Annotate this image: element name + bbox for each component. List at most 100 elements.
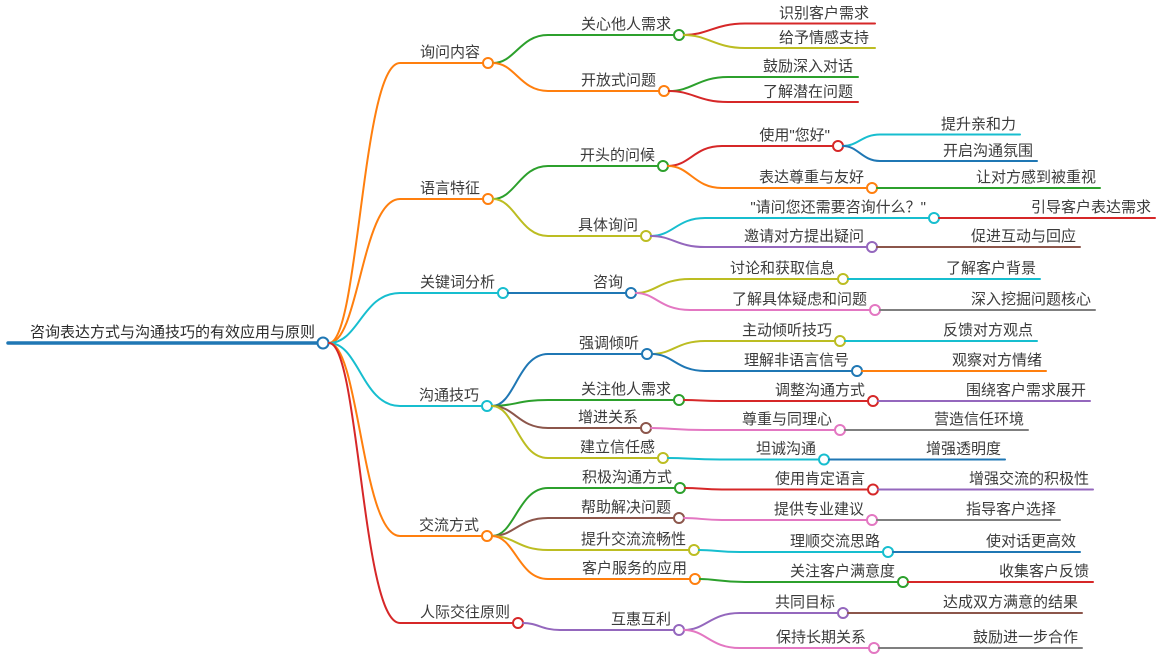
focus-others-needs-label: 关注他人需求 xyxy=(581,381,671,398)
adjust-communication-style-link xyxy=(683,399,868,402)
ask-what-else-question-label: "请问您还需要咨询什么？" xyxy=(750,199,926,216)
emphasize-listening-toggle[interactable] xyxy=(641,348,653,360)
communication-methods-link xyxy=(328,342,482,537)
communication-methods-toggle[interactable] xyxy=(481,530,493,542)
root-toggle[interactable] xyxy=(316,336,330,350)
language-features-toggle[interactable] xyxy=(482,193,494,205)
mutual-benefit-label: 互惠互利 xyxy=(611,611,671,628)
node-focus-customer-satisfaction: 关注客户满意度 xyxy=(699,562,909,588)
use-greeting-hello-toggle[interactable] xyxy=(832,140,844,152)
express-respect-friendliness-toggle[interactable] xyxy=(866,182,878,194)
collect-customer-feedback-label: 收集客户反馈 xyxy=(999,563,1089,580)
center-on-customer-needs-label: 围绕客户需求展开 xyxy=(966,382,1086,399)
discuss-obtain-info-toggle[interactable] xyxy=(837,273,849,285)
encourage-deep-dialogue-label: 鼓励深入对话 xyxy=(763,58,853,75)
positive-communication-link xyxy=(491,487,675,537)
use-affirmative-language-toggle[interactable] xyxy=(867,483,879,496)
encourage-further-cooperation-label: 鼓励进一步合作 xyxy=(973,629,1078,646)
node-enhance-positivity: 增强交流的积极性 xyxy=(877,470,1094,491)
improve-fluency-label: 提升交流流畅性 xyxy=(581,530,686,548)
node-communication-methods: 交流方式 xyxy=(328,342,493,542)
node-achieve-mutual-satisfaction: 达成双方满意的结果 xyxy=(847,593,1083,614)
focus-others-needs-toggle[interactable] xyxy=(673,394,685,406)
maintain-longterm-relations-label: 保持长期关系 xyxy=(776,629,866,646)
ask-what-else-question-toggle[interactable] xyxy=(928,212,940,224)
node-discuss-obtain-info: 讨论和获取信息 xyxy=(635,260,849,294)
node-provide-professional-advice: 提供专业建议 xyxy=(683,501,878,526)
respect-empathy-link xyxy=(650,427,835,431)
communication-methods-label: 交流方式 xyxy=(419,516,479,534)
understand-concerns-issues-toggle[interactable] xyxy=(869,304,881,316)
care-others-needs-toggle[interactable] xyxy=(673,29,685,41)
node-promote-interaction-response: 促进互动与回应 xyxy=(876,227,1081,248)
common-goals-label: 共同目标 xyxy=(775,594,835,611)
interpersonal-principles-label: 人际交往原则 xyxy=(420,603,510,621)
build-trust-link xyxy=(491,405,658,459)
improve-fluency-toggle[interactable] xyxy=(688,544,700,556)
understand-concerns-issues-label: 了解具体疑虑和问题 xyxy=(732,291,867,308)
node-help-solve-problems: 帮助解决问题 xyxy=(491,499,685,537)
consultation-toggle[interactable] xyxy=(625,287,637,299)
opening-greeting-label: 开头的问候 xyxy=(580,147,655,164)
boost-affinity-label: 提升亲和力 xyxy=(941,116,1016,133)
inquiry-content-toggle[interactable] xyxy=(482,57,494,69)
invite-questions-toggle[interactable] xyxy=(866,241,878,253)
guide-customer-choice-label: 指导客户选择 xyxy=(966,501,1056,518)
respect-empathy-toggle[interactable] xyxy=(834,424,846,436)
specific-inquiry-toggle[interactable] xyxy=(640,230,652,242)
help-solve-problems-toggle[interactable] xyxy=(673,512,685,524)
honest-communication-toggle[interactable] xyxy=(818,453,830,466)
node-give-emotional-support: 给予情感支持 xyxy=(683,30,876,49)
node-understand-potential-issues: 了解潜在问题 xyxy=(668,84,859,103)
node-encourage-further-cooperation: 鼓励进一步合作 xyxy=(878,629,1083,649)
enhance-positivity-label: 增强交流的积极性 xyxy=(969,470,1089,488)
node-observe-others-emotions: 观察对方情绪 xyxy=(861,351,1047,372)
node-active-listening-skills: 主动倾听技巧 xyxy=(651,322,846,355)
opening-greeting-toggle[interactable] xyxy=(657,160,669,172)
node-root: 咨询表达方式与沟通技巧的有效应用与原则 xyxy=(6,323,330,350)
enhance-relationships-toggle[interactable] xyxy=(640,422,652,434)
discuss-obtain-info-label: 讨论和获取信息 xyxy=(730,260,835,277)
customer-service-application-toggle[interactable] xyxy=(689,573,701,585)
specific-inquiry-label: 具体询问 xyxy=(578,217,638,234)
node-specific-inquiry: 具体询问 xyxy=(492,198,652,242)
focus-customer-satisfaction-link xyxy=(699,578,898,583)
understand-nonverbal-signals-link xyxy=(651,353,852,372)
focus-customer-satisfaction-toggle[interactable] xyxy=(897,576,909,588)
node-improve-fluency: 提升交流流畅性 xyxy=(491,530,700,556)
adjust-communication-style-toggle[interactable] xyxy=(867,395,879,407)
make-dialogue-efficient-label: 使对话更高效 xyxy=(986,533,1076,550)
organize-thoughts-toggle[interactable] xyxy=(882,546,894,558)
open-questions-link xyxy=(492,62,659,92)
organize-thoughts-label: 理顺交流思路 xyxy=(790,532,880,550)
interpersonal-principles-toggle[interactable] xyxy=(512,617,524,629)
node-focus-others-needs: 关注他人需求 xyxy=(491,381,685,407)
understand-concerns-issues-link xyxy=(635,292,870,311)
achieve-mutual-satisfaction-label: 达成双方满意的结果 xyxy=(943,593,1078,611)
active-listening-skills-toggle[interactable] xyxy=(834,335,846,347)
node-care-others-needs: 关心他人需求 xyxy=(492,16,685,64)
provide-professional-advice-label: 提供专业建议 xyxy=(774,501,864,518)
keyword-analysis-toggle[interactable] xyxy=(497,287,509,299)
understand-nonverbal-signals-toggle[interactable] xyxy=(851,365,863,377)
ask-what-else-question-link xyxy=(650,217,929,237)
organize-thoughts-link xyxy=(698,549,883,553)
node-adjust-communication-style: 调整沟通方式 xyxy=(683,382,879,407)
keyword-analysis-label: 关键词分析 xyxy=(420,274,495,291)
care-others-needs-link xyxy=(492,34,674,64)
node-feedback-others-views: 反馈对方观点 xyxy=(844,322,1038,342)
common-goals-toggle[interactable] xyxy=(837,607,849,619)
positive-communication-toggle[interactable] xyxy=(674,482,686,494)
maintain-longterm-relations-toggle[interactable] xyxy=(868,642,880,654)
mutual-benefit-toggle[interactable] xyxy=(673,624,685,636)
active-listening-skills-label: 主动倾听技巧 xyxy=(742,322,832,339)
language-features-label: 语言特征 xyxy=(420,180,480,197)
provide-professional-advice-toggle[interactable] xyxy=(866,514,878,526)
open-questions-toggle[interactable] xyxy=(658,85,670,97)
language-features-link xyxy=(328,198,483,344)
node-common-goals: 共同目标 xyxy=(683,594,849,631)
build-trust-toggle[interactable] xyxy=(657,452,669,464)
increase-transparency-label: 增强透明度 xyxy=(926,441,1001,458)
communication-skills-toggle[interactable] xyxy=(481,400,493,412)
